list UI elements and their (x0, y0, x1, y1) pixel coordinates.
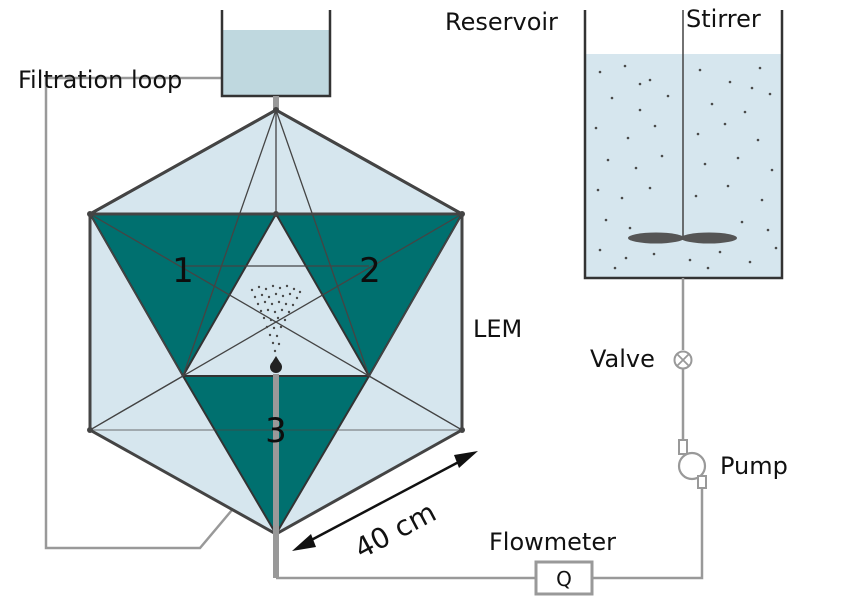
flowmeter-symbol: Q (556, 567, 572, 591)
filtration-loop-pipe (44, 76, 233, 550)
valve-label: Valve (590, 345, 655, 373)
face-3-label: 3 (265, 411, 287, 451)
pump-icon (677, 439, 707, 489)
size-label: 40 cm (349, 495, 441, 565)
reservoir (583, 10, 784, 280)
reservoir-particles (594, 64, 778, 270)
face-2-label: 2 (359, 251, 381, 291)
top-tank-water (222, 30, 330, 96)
stirrer-blade-left (628, 232, 684, 244)
valve-icon (673, 350, 693, 370)
stirrer-label: Stirrer (686, 5, 761, 33)
top-tank (220, 10, 332, 98)
reservoir-label: Reservoir (445, 8, 558, 36)
filtration-loop-label: Filtration loop (18, 66, 182, 94)
lem-label: LEM (473, 315, 522, 343)
flowmeter-label: Flowmeter (489, 528, 616, 556)
jet-particles (250, 284, 302, 353)
face-1-label: 1 (172, 251, 194, 291)
stirrer-blade-right (681, 232, 737, 244)
size-arrow (292, 451, 478, 551)
nozzle-tip (271, 356, 281, 364)
lem-edges (89, 109, 463, 535)
pump-label: Pump (720, 452, 788, 480)
flowmeter-box (534, 560, 594, 596)
return-pipe-right (592, 486, 704, 580)
